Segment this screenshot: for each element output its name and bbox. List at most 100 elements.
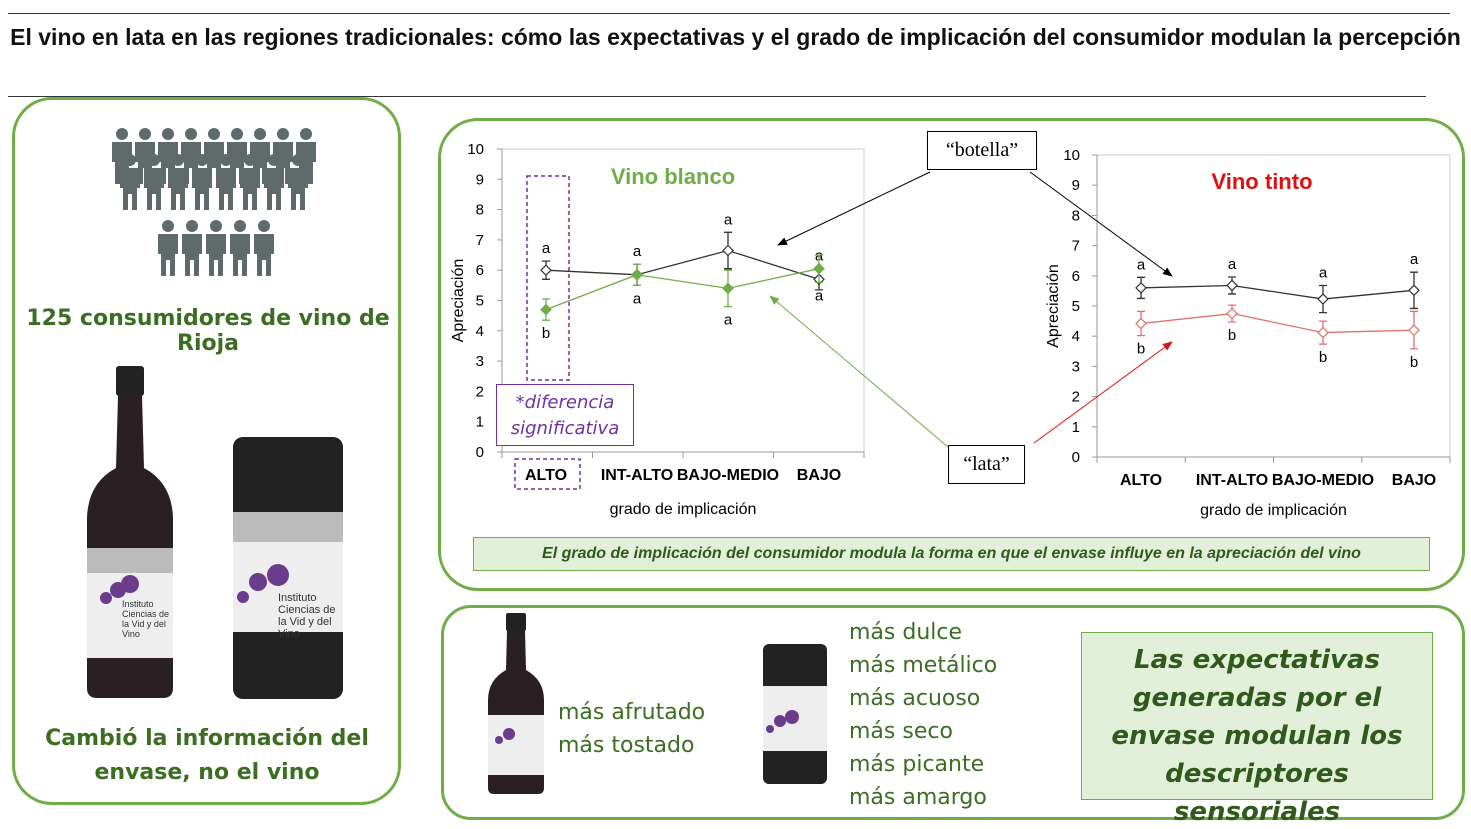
wine-bottle-image: [87, 366, 173, 698]
person-head: [258, 220, 270, 232]
people-icon: [112, 128, 316, 276]
person-body: [192, 168, 212, 210]
person-body: [216, 168, 236, 210]
data-point-botella: [540, 264, 552, 277]
person-head: [196, 154, 208, 166]
left-caption: Cambió la información del envase, no el …: [45, 726, 369, 785]
y-tick-label: 4: [1072, 328, 1080, 345]
person-head: [244, 154, 256, 166]
data-point-lata: [1317, 326, 1329, 339]
can-descriptors: más dulce más metálico más acuoso más se…: [849, 616, 997, 814]
significance-letter: a: [1137, 256, 1146, 273]
descriptor: más picante: [849, 752, 985, 777]
data-point-lata: [540, 303, 552, 316]
significant-difference-note: *diferencia significativa: [496, 384, 634, 446]
chart-panel: [438, 118, 1465, 591]
significance-letter: b: [1410, 354, 1418, 371]
significance-letter: a: [633, 243, 642, 260]
significance-letter: a: [724, 312, 733, 329]
plot-area: [1096, 154, 1451, 458]
person-head: [220, 154, 232, 166]
person-body: [240, 168, 260, 210]
title-divider: [8, 96, 1426, 97]
person-head: [277, 128, 289, 140]
x-tick-label: BAJO: [1392, 472, 1436, 489]
series-line-lata: [1140, 312, 1415, 334]
person-head: [172, 154, 184, 166]
lata-label: “lata”: [948, 445, 1025, 484]
data-point-lata: [1135, 317, 1147, 330]
y-tick-label: 10: [1063, 147, 1080, 164]
person-body: [254, 234, 274, 276]
alto-highlight-box: [514, 458, 581, 490]
person-head: [162, 220, 174, 232]
series-line-botella: [1140, 284, 1415, 300]
y-tick-label: 3: [1072, 358, 1080, 375]
top-divider: [8, 13, 1450, 14]
significance-letter: a: [1228, 256, 1237, 273]
bottle-descriptors: más afrutado más tostado: [558, 696, 705, 762]
descriptor: más afrutado: [558, 700, 706, 725]
person-body: [158, 234, 178, 276]
person-body: [168, 168, 188, 210]
data-point-botella: [1135, 282, 1147, 294]
significance-letter: a: [724, 211, 733, 228]
series-line-lata: [545, 268, 820, 311]
person-head: [300, 128, 312, 140]
person-head: [208, 128, 220, 140]
y-axis-label: Apreciación: [450, 259, 467, 343]
person-body: [144, 168, 164, 210]
person-body: [206, 234, 226, 276]
y-tick-label: 1: [1072, 419, 1080, 436]
y-tick-label: 4: [476, 323, 484, 340]
data-point-botella: [1226, 279, 1238, 292]
significance-letter: b: [1319, 349, 1327, 366]
data-point-lata: [813, 262, 825, 275]
descriptor: más amargo: [849, 785, 987, 810]
person-body: [264, 168, 284, 210]
x-tick-label: ALTO: [1120, 472, 1162, 489]
significance-letter: a: [542, 240, 551, 257]
person-head: [139, 128, 151, 140]
significance-letter: a: [633, 290, 642, 307]
person-head: [231, 128, 243, 140]
significance-letter: a: [1410, 251, 1419, 268]
significance-letter: b: [1137, 341, 1145, 358]
y-tick-label: 6: [476, 262, 484, 279]
person-head: [210, 220, 222, 232]
arrow-botella-blanco: [777, 171, 931, 246]
botella-label: “botella”: [927, 131, 1037, 170]
descriptor: más acuoso: [849, 686, 981, 711]
arrow-lata-tinto: [1033, 341, 1173, 444]
person-head: [254, 128, 266, 140]
person-body: [288, 168, 308, 210]
arrow-lata-blanco: [769, 295, 949, 448]
data-point-lata: [722, 282, 734, 295]
person-body: [120, 168, 140, 210]
person-body: [182, 234, 202, 276]
x-tick-label: INT-ALTO: [601, 467, 673, 484]
y-tick-label: 8: [476, 202, 484, 219]
person-head: [186, 220, 198, 232]
y-tick-label: 1: [476, 414, 484, 431]
person-head: [234, 220, 246, 232]
data-point-botella: [722, 244, 734, 257]
y-tick-label: 9: [476, 171, 484, 188]
consumers-label: 125 consumidores de vino de Rioja: [26, 306, 390, 356]
conclusion-box: Las expectativas generadas por el envase…: [1081, 632, 1433, 827]
page-title: El vino en lata en las regiones tradicio…: [10, 24, 1461, 50]
chart-title: Vino blanco: [611, 164, 735, 189]
series-line-botella: [545, 249, 820, 280]
descriptor: más seco: [849, 719, 953, 744]
x-axis-label: grado de implicación: [1200, 502, 1347, 519]
descriptor: más metálico: [849, 653, 998, 678]
y-tick-label: 10: [467, 141, 484, 158]
data-point-botella: [1317, 293, 1329, 305]
y-tick-label: 8: [1072, 207, 1080, 224]
significance-letter: b: [1228, 327, 1236, 344]
can-brand-label: Instituto Ciencias de la Vid y del Vino: [278, 592, 336, 641]
bottom-panel: [441, 605, 1465, 820]
chart-caption: El grado de implicación del consumidor m…: [473, 537, 1430, 571]
significance-letter: b: [542, 325, 550, 342]
